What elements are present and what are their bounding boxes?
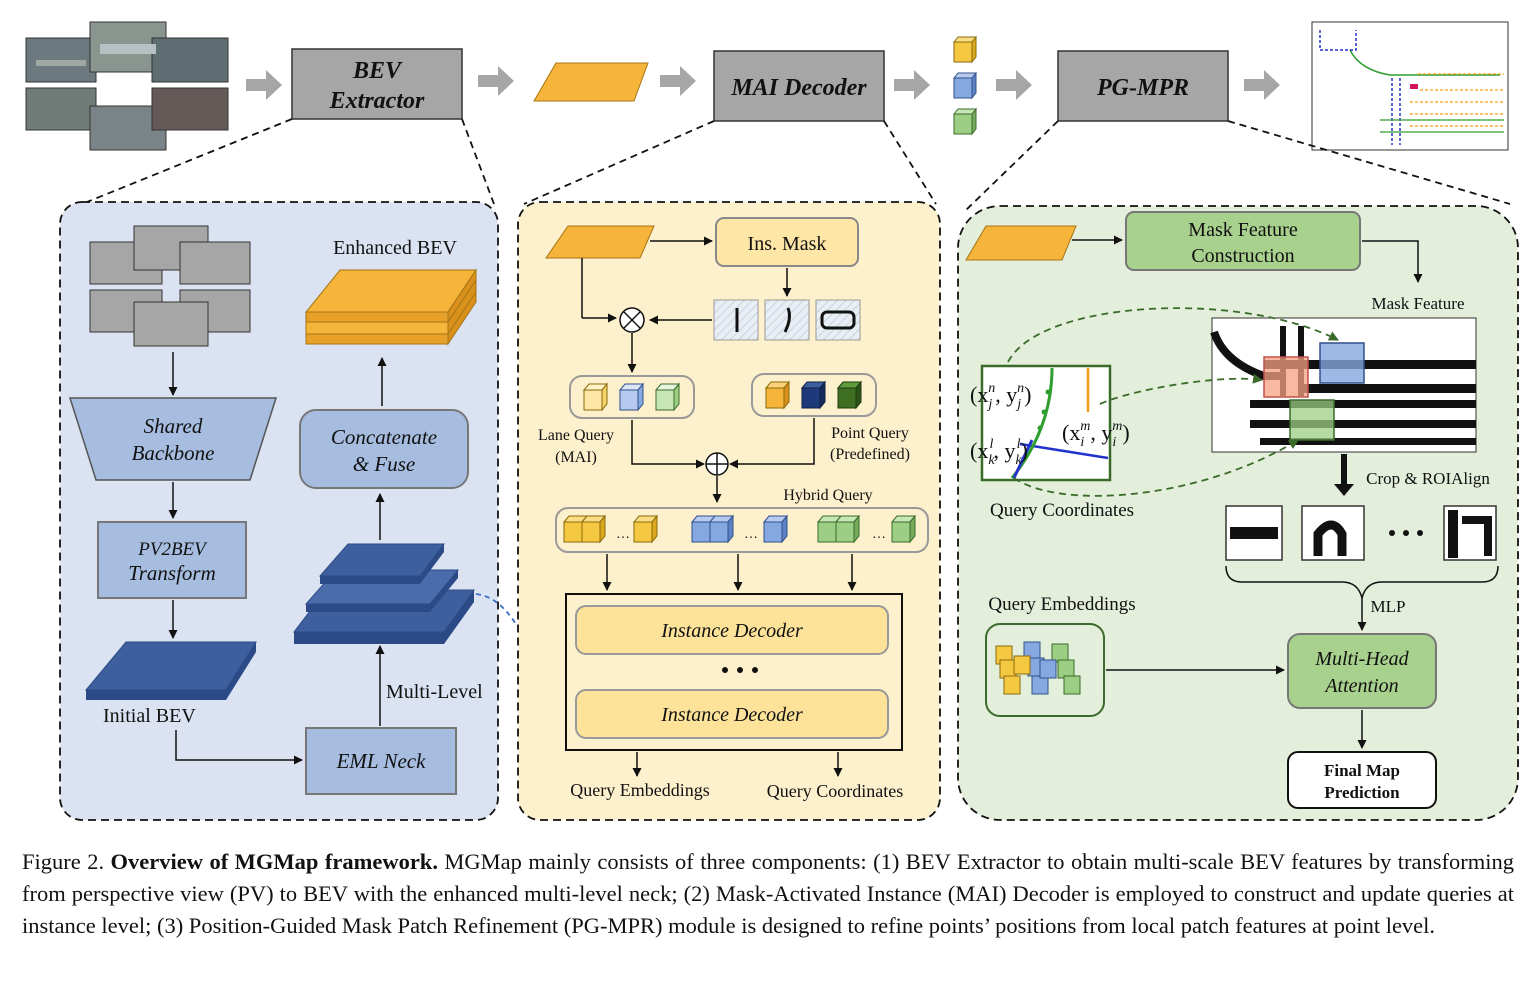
- arrow: [175, 730, 303, 765]
- ins-mask-label: Ins. Mask: [748, 233, 827, 255]
- query-cubes: [952, 35, 978, 136]
- lane-query-label-1: Lane Query: [538, 427, 614, 444]
- coord-label-l: (xkl, ykl): [970, 437, 1028, 468]
- arrow: [631, 420, 705, 469]
- enhanced-bev-stack: [304, 268, 477, 346]
- enhanced-bev-label: Enhanced BEV: [333, 237, 457, 259]
- query-coordinates-plot: [980, 364, 1112, 482]
- crop-roialign-label: Crop & ROIAlign: [1366, 469, 1490, 488]
- instance-decoder-2: [575, 689, 889, 739]
- pg-mpr-box: [1057, 50, 1229, 122]
- query-embeddings-cluster: [985, 623, 1105, 717]
- concat-fuse-label-1: Concatenate: [331, 425, 437, 449]
- flow-arrow: [894, 70, 930, 100]
- mgmap-framework-diagram: BEV Extractor MAI Decoder PG-MPR: [25, 21, 1519, 821]
- add-icon: [705, 452, 729, 476]
- point-query-group: [751, 373, 877, 417]
- final-map-prediction-label-1: Final Map: [1324, 761, 1400, 780]
- multi-level-bev-stack: [292, 543, 475, 644]
- svg-text:…: …: [616, 527, 630, 542]
- caption-label: Figure 2.: [22, 849, 105, 874]
- mask-feature-label: Mask Feature: [1371, 294, 1464, 313]
- lane-query-group: [569, 375, 695, 419]
- bev-extractor-label-2: Extractor: [329, 88, 425, 114]
- pv2bev-transform: [97, 521, 247, 599]
- final-map-prediction-box: [1287, 751, 1437, 809]
- ins-mask-box: [715, 217, 859, 267]
- mask-feature-construction-label-2: Construction: [1191, 245, 1294, 267]
- shared-backbone-label-1: Shared: [144, 414, 203, 438]
- mlp-label: MLP: [1371, 597, 1406, 616]
- coord-to-patch-arrow-3: [1013, 439, 1299, 497]
- mask-feature-construction-box: [1125, 211, 1361, 271]
- concat-fuse-label-2: & Fuse: [353, 452, 415, 476]
- multi-head-attention-label-1: Multi-Head: [1314, 648, 1409, 670]
- cropped-patches: [1225, 505, 1497, 561]
- shared-backbone-label-2: Backbone: [132, 441, 215, 465]
- coord-to-patch-arrow-2: [1099, 373, 1263, 405]
- coord-to-patch-arrow-1: [1007, 307, 1339, 363]
- point-query-label-1: Point Query: [831, 425, 909, 442]
- figure-caption: Figure 2. Overview of MGMap framework. M…: [22, 846, 1514, 942]
- flow-arrow: [660, 66, 696, 96]
- mask-feature-construction-label-1: Mask Feature: [1188, 219, 1298, 241]
- pv2bev-label-1: PV2BEV: [137, 539, 208, 560]
- pgmpr-query-embeddings-label: Query Embeddings: [988, 594, 1135, 615]
- bev-feature-slab: [533, 62, 649, 102]
- multi-head-attention-box: [1287, 633, 1437, 709]
- shared-backbone: [68, 397, 278, 481]
- caption-body: MGMap mainly consists of three component…: [22, 849, 1515, 938]
- pgmpr-query-coordinates-label: Query Coordinates: [990, 500, 1134, 521]
- multiply-icon: [619, 307, 645, 333]
- final-map-prediction-label-2: Prediction: [1324, 783, 1400, 802]
- hybrid-query-label: Hybrid Query: [783, 487, 872, 504]
- arrow: [729, 418, 815, 469]
- flow-arrow: [1244, 70, 1280, 100]
- crop-arrow-head: [1334, 484, 1354, 496]
- multi-level-label: Multi-Level: [386, 681, 483, 703]
- lane-query-label-2: (MAI): [555, 449, 597, 466]
- mai-decoder-box: [713, 50, 885, 122]
- svg-text:…: …: [744, 527, 758, 542]
- multi-view-input: [89, 225, 251, 347]
- instance-masks: [713, 299, 861, 341]
- camera-images: [25, 21, 229, 151]
- point-query-label-2: (Predefined): [830, 446, 910, 463]
- instance-decoder-1: [575, 605, 889, 655]
- caption-title: Overview of MGMap framework.: [110, 849, 438, 874]
- pgmpr-input-bev-slab: [965, 225, 1077, 261]
- instance-decoder-label-1: Instance Decoder: [660, 620, 803, 642]
- mai-query-coordinates-label: Query Coordinates: [767, 781, 903, 801]
- flow-arrow: [246, 70, 282, 100]
- bev-extractor-label-1: BEV: [352, 58, 403, 84]
- flow-arrow: [996, 70, 1032, 100]
- pv2bev-label-2: Transform: [128, 561, 216, 585]
- multi-head-attention-label-2: Attention: [1323, 675, 1398, 697]
- pg-mpr-label: PG-MPR: [1096, 75, 1189, 101]
- initial-bev-slab: [84, 641, 257, 700]
- zoom-connectors: [81, 118, 1511, 211]
- arrow: [1362, 240, 1423, 283]
- instance-decoder-label-2: Instance Decoder: [660, 704, 803, 726]
- mai-query-embeddings-label: Query Embeddings: [570, 780, 709, 800]
- flow-arrow: [478, 66, 514, 96]
- svg-text:…: …: [872, 527, 886, 542]
- mai-decoder-label: MAI Decoder: [730, 75, 867, 101]
- input-bev-slab: [545, 225, 655, 259]
- mask-feature-map: [1210, 317, 1477, 453]
- eml-neck: [305, 727, 457, 795]
- output-map-preview: [1311, 21, 1509, 151]
- concatenate-fuse: [299, 409, 469, 489]
- hybrid-query-group: … … …: [555, 507, 929, 553]
- initial-bev-label: Initial BEV: [103, 705, 196, 727]
- bev-extractor-box: [291, 48, 463, 120]
- eml-neck-label: EML Neck: [336, 749, 427, 773]
- ellipsis-dots: [722, 667, 758, 673]
